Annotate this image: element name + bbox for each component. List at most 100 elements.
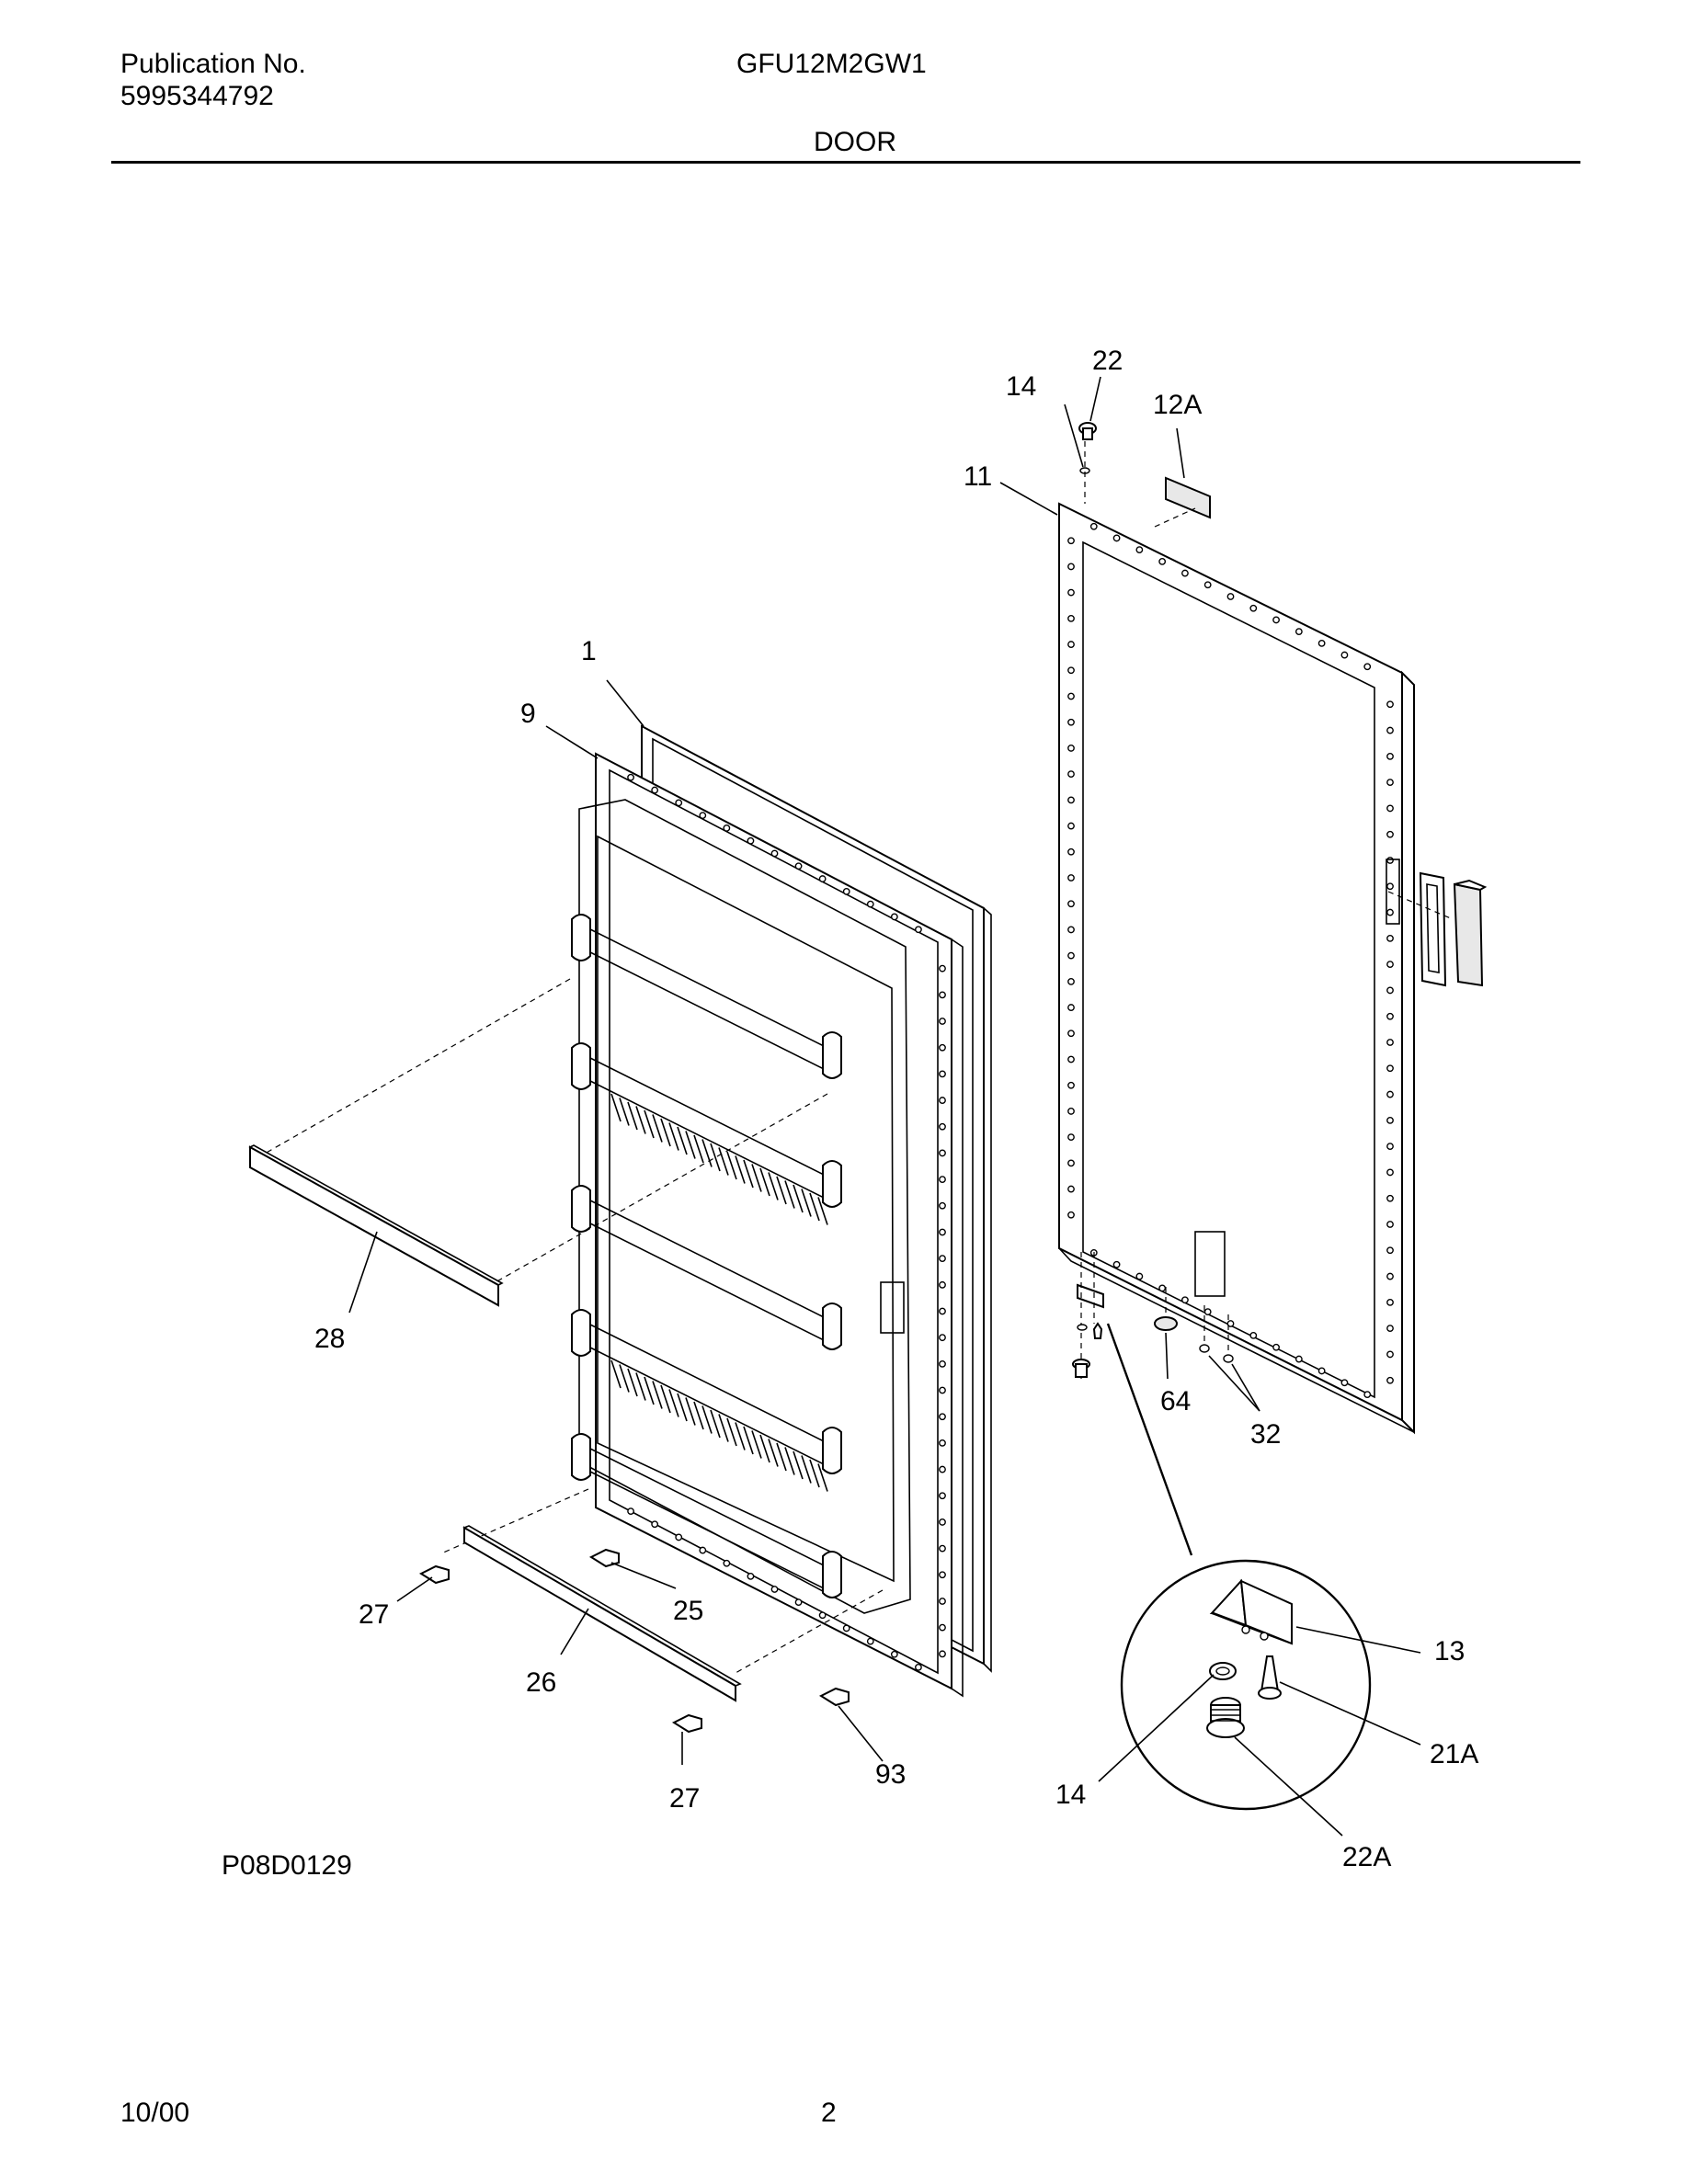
screw-hole	[939, 1043, 946, 1052]
screw-hole	[1386, 804, 1394, 813]
shelf-rib	[784, 1180, 795, 1209]
screw-hole	[1386, 1143, 1394, 1151]
screw-hole	[1067, 718, 1075, 726]
screw-hole	[939, 1544, 946, 1553]
screw-hole	[1067, 745, 1075, 752]
shelf-rib	[660, 1384, 671, 1414]
screw-hole	[1067, 588, 1075, 597]
screw-hole	[1386, 726, 1394, 734]
shelf-rib	[619, 1364, 630, 1393]
screw-hole	[939, 1122, 946, 1131]
screw-hole	[1158, 1284, 1167, 1292]
callout-14-detail: 14	[1055, 1780, 1086, 1810]
screw-hole	[747, 1572, 755, 1580]
screw-hole	[842, 1624, 850, 1632]
shelf-rib	[685, 1397, 696, 1426]
screw-hole	[675, 799, 683, 807]
screw-hole	[1203, 1308, 1212, 1316]
screw-hole	[1067, 1159, 1075, 1167]
shelf-rib	[635, 1106, 646, 1134]
screw-hole	[1386, 1272, 1394, 1280]
shelf-rib	[726, 1151, 737, 1180]
shelf-rib	[627, 1101, 638, 1131]
callout-93: 93	[875, 1759, 906, 1790]
shelf-rail-28	[248, 1144, 504, 1307]
screw-hole	[1158, 557, 1167, 565]
inner-door-liner	[571, 752, 964, 1698]
section-title: DOOR	[814, 127, 896, 157]
screw-hole	[1067, 847, 1075, 856]
screw-hole	[723, 1559, 731, 1567]
shelf-rib	[610, 1093, 622, 1122]
screw-hole	[1340, 651, 1349, 659]
screw-hole	[1386, 1325, 1394, 1333]
shelf-rib	[751, 1430, 762, 1459]
shelf-rib	[784, 1447, 795, 1475]
callout-13: 13	[1434, 1636, 1465, 1666]
screw-hole	[939, 1650, 946, 1658]
screw-hole	[651, 1520, 659, 1529]
header-rule	[111, 161, 1580, 164]
screw-hole	[1135, 1272, 1144, 1280]
screw-hole	[842, 887, 850, 895]
shelf-rib	[817, 1463, 828, 1492]
screw-hole	[1386, 934, 1394, 942]
callout-14-top: 14	[1006, 371, 1036, 402]
screw-hole	[939, 1097, 946, 1104]
callout-27-a: 27	[359, 1599, 389, 1630]
screw-hole	[1067, 796, 1075, 804]
shelf-rib	[693, 1134, 704, 1164]
screw-hole	[939, 1623, 946, 1632]
label-plate	[1165, 476, 1211, 519]
screw-hole	[1067, 951, 1075, 960]
shelf-rib	[701, 1139, 713, 1167]
screw-hole	[1181, 1296, 1189, 1304]
shelf-rib	[644, 1109, 655, 1139]
screw-hole	[1067, 641, 1075, 648]
screw-hole	[1226, 593, 1235, 600]
screw-hole	[939, 1018, 946, 1025]
screw-hole	[1386, 1039, 1394, 1046]
screw-hole	[1067, 874, 1075, 882]
shelf-rib	[644, 1376, 655, 1405]
shelf-bracket	[571, 914, 842, 1079]
hinge-detail-view	[1106, 1323, 1372, 1811]
shelf-rib	[610, 1359, 622, 1389]
screw-hole	[723, 825, 731, 832]
screw-hole	[1317, 1367, 1326, 1375]
shelf-rib	[743, 1426, 754, 1455]
screw-hole	[1386, 1116, 1394, 1124]
screw-hole	[1089, 522, 1098, 530]
screw-hole	[1363, 663, 1372, 671]
footer-page-number: 2	[821, 2098, 837, 2128]
screw-hole	[1067, 1108, 1075, 1115]
screw-hole	[939, 1176, 946, 1184]
shelf-rib	[652, 1114, 663, 1143]
callout-12A: 12A	[1153, 390, 1202, 420]
callout-11: 11	[964, 461, 992, 492]
screw-hole	[866, 1637, 874, 1645]
screw-hole	[915, 1663, 922, 1671]
screw-hole	[627, 1507, 634, 1516]
shelf-rib	[776, 1176, 787, 1205]
callout-1: 1	[581, 636, 597, 666]
screw-hole	[1112, 1260, 1121, 1268]
screw-hole	[1067, 537, 1075, 545]
screw-hole	[1067, 822, 1075, 830]
screw-hole	[1067, 926, 1075, 934]
callout-32: 32	[1250, 1419, 1281, 1450]
callout-28: 28	[314, 1324, 345, 1354]
screw-hole	[747, 836, 755, 845]
screw-hole	[890, 913, 898, 921]
screw-hole	[1067, 1185, 1075, 1193]
screw-hole	[1067, 1055, 1075, 1064]
shelf-bracket	[571, 1433, 842, 1598]
shelf-rib	[693, 1401, 704, 1430]
screw-hole	[939, 1598, 946, 1605]
bottom-rail-26	[462, 1525, 742, 1702]
screw-hole	[1067, 1211, 1075, 1219]
screw-hole	[1340, 1379, 1349, 1387]
shelf-rib	[710, 1409, 721, 1439]
publication-label: Publication No.	[120, 49, 306, 79]
